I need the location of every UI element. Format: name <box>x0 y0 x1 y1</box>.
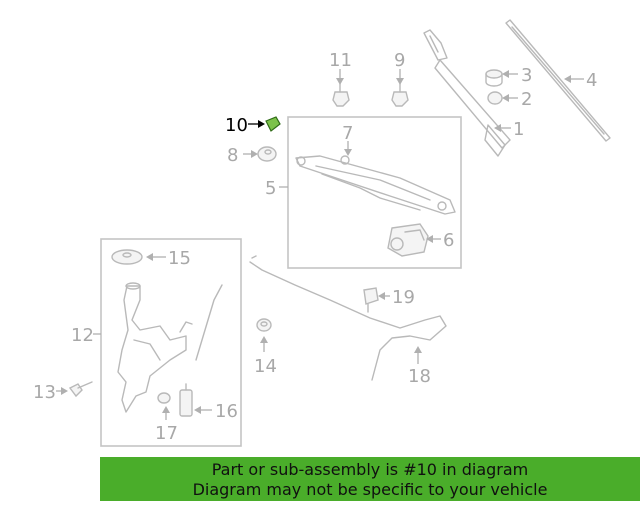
wiper-linkage-part-7 <box>295 155 456 215</box>
cap-part-3 <box>485 69 503 87</box>
callout-18: 18 <box>408 366 431 387</box>
callout-5: 5 <box>265 178 276 199</box>
grommet-part-14 <box>256 318 272 332</box>
washer-reservoir-group-box <box>100 238 242 447</box>
callout-3: 3 <box>521 65 532 86</box>
callout-8: 8 <box>227 145 238 166</box>
callout-12: 12 <box>71 325 94 346</box>
leader-8 <box>243 150 258 158</box>
reservoir-cap-part-15 <box>111 249 143 265</box>
leader-18 <box>414 346 422 364</box>
washer-reservoir-part-12 <box>117 282 193 413</box>
banner-line-2: Diagram may not be specific to your vehi… <box>192 480 548 499</box>
leader-15 <box>146 253 166 261</box>
wiper-blade-part <box>505 19 611 142</box>
callout-15: 15 <box>168 248 191 269</box>
wiper-linkage-group-box <box>287 116 462 269</box>
callout-9: 9 <box>394 50 405 71</box>
clip-part-10-highlighted <box>265 116 281 132</box>
washer-nozzle-part-19 <box>363 287 379 313</box>
nut-part-9 <box>391 83 409 107</box>
callout-19: 19 <box>392 287 415 308</box>
washer-pump-part-16 <box>179 383 193 417</box>
bolt-part-13 <box>68 381 93 398</box>
callout-2: 2 <box>521 89 532 110</box>
callout-14: 14 <box>254 356 277 377</box>
nut-part-11 <box>332 83 350 107</box>
callout-16: 16 <box>215 401 238 422</box>
callout-17: 17 <box>155 423 178 444</box>
leader-4 <box>564 75 584 83</box>
leader-19 <box>378 292 390 300</box>
wiper-arm-part <box>423 29 511 157</box>
leader-13 <box>56 387 68 395</box>
leader-14 <box>260 336 268 352</box>
wiper-motor-part-6 <box>387 223 429 257</box>
callout-10-highlighted: 10 <box>225 115 248 136</box>
leader-11 <box>336 69 344 85</box>
washer-hose-part <box>195 284 223 361</box>
leader-3 <box>502 70 518 78</box>
callout-1: 1 <box>513 119 524 140</box>
leader-2 <box>502 94 518 102</box>
leader-16 <box>194 406 212 414</box>
callout-7: 7 <box>342 123 353 144</box>
cap-part-2 <box>487 91 503 105</box>
grommet-part-8 <box>257 146 277 162</box>
leader-1 <box>494 124 511 132</box>
callout-6: 6 <box>443 230 454 251</box>
callout-11: 11 <box>329 50 352 71</box>
leader-6 <box>426 235 441 243</box>
banner-line-1: Part or sub-assembly is #10 in diagram <box>211 460 529 479</box>
callout-4: 4 <box>586 70 597 91</box>
washer-hose-part-18 <box>249 255 447 381</box>
leader-7 <box>344 141 352 156</box>
callout-13: 13 <box>33 382 56 403</box>
leader-17 <box>162 406 170 420</box>
leader-10-highlighted <box>248 120 265 128</box>
grommet-part-17 <box>157 392 171 404</box>
leader-9 <box>396 69 404 85</box>
fitment-notice-banner: Part or sub-assembly is #10 in diagram D… <box>100 457 640 501</box>
